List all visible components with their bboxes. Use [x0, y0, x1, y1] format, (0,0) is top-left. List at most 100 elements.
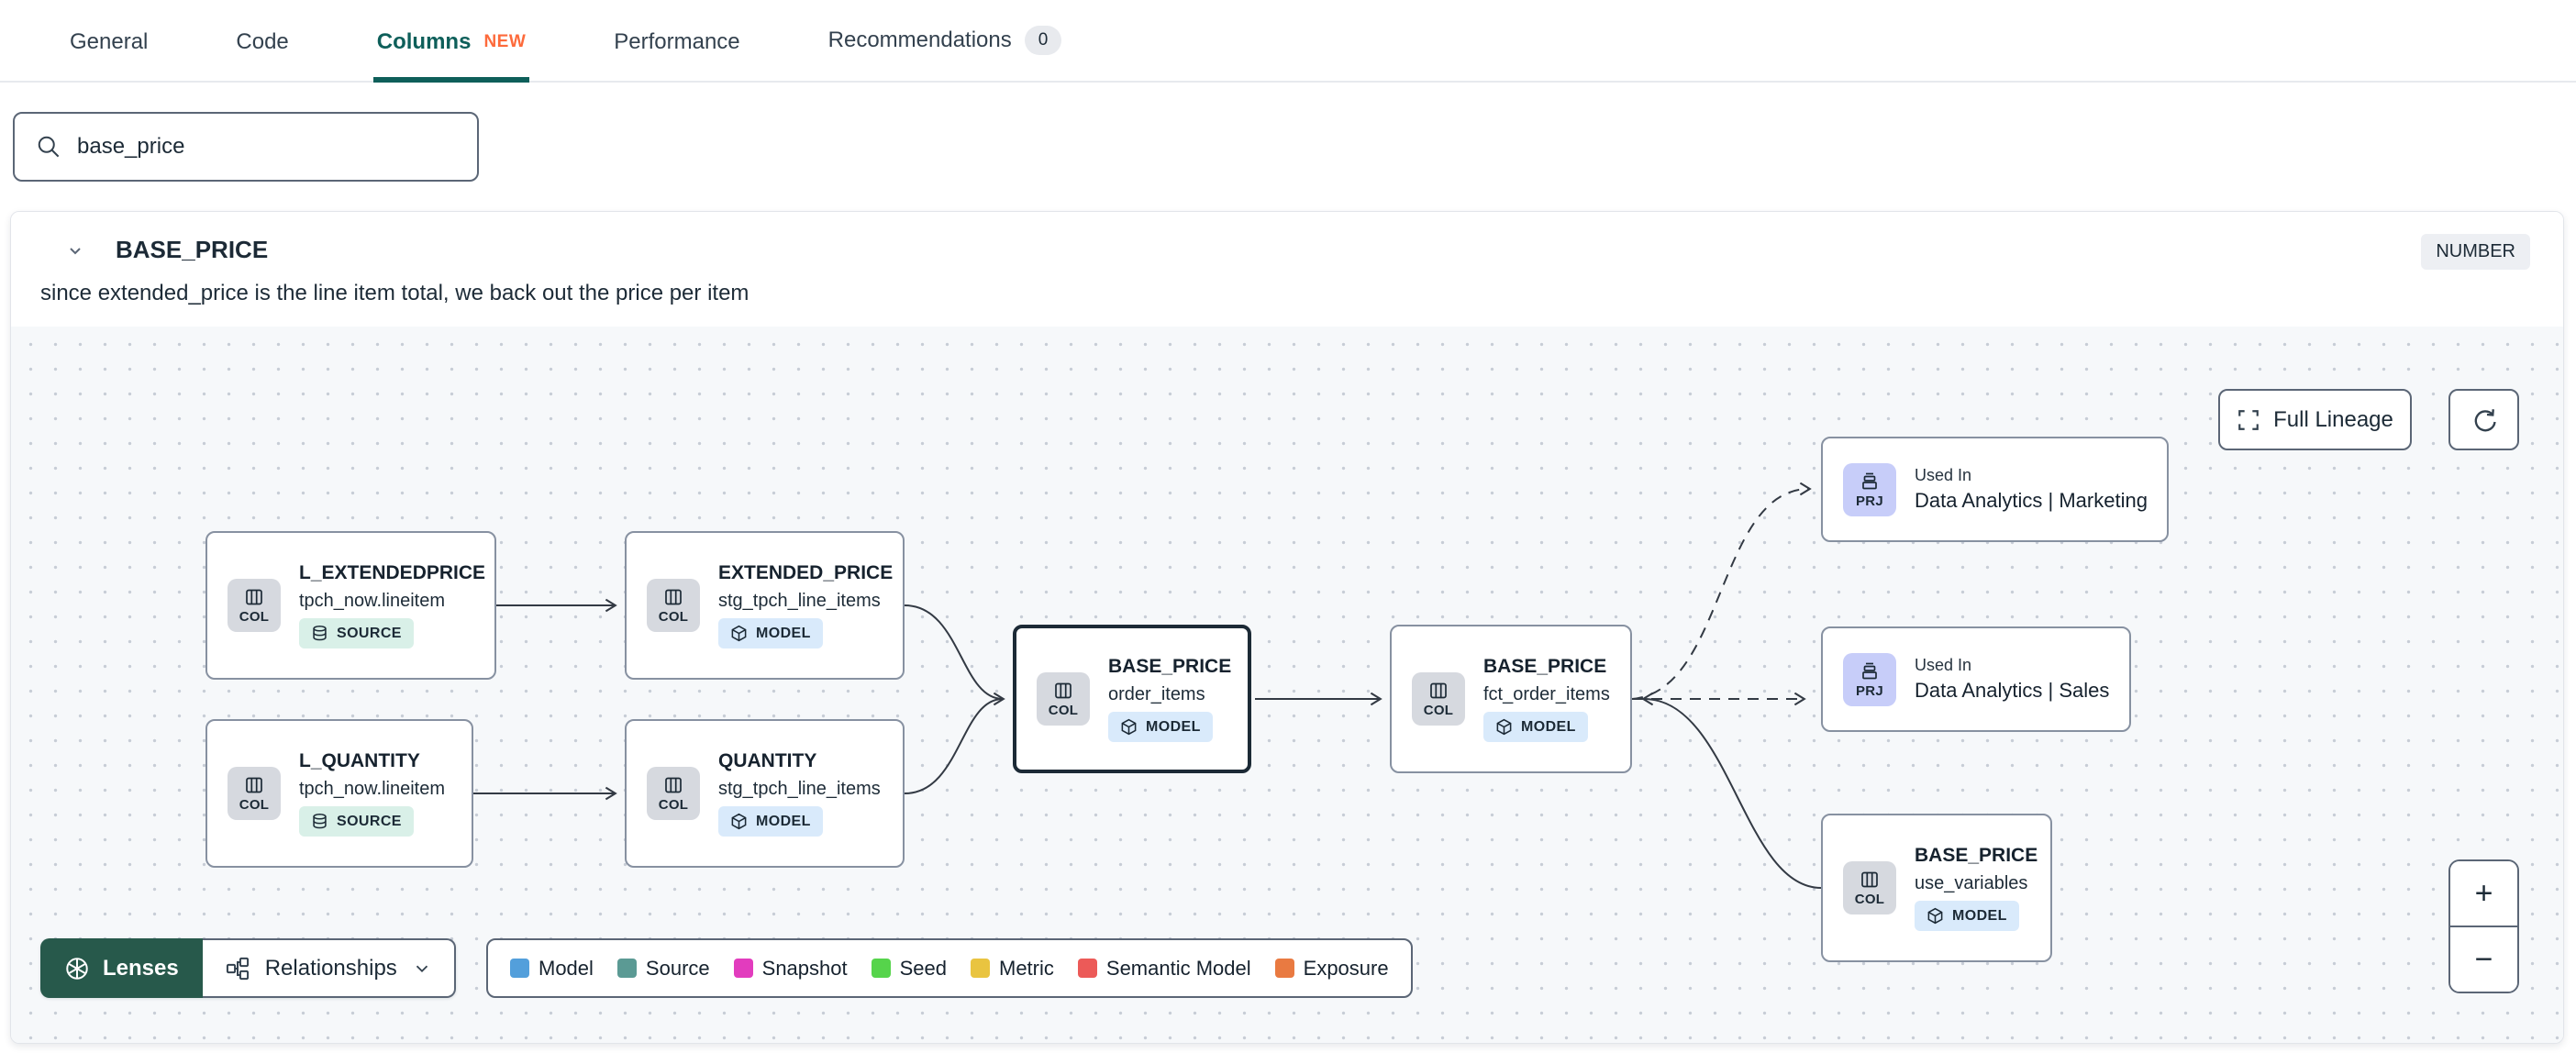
prj-chip-label: PRJ	[1855, 493, 1884, 509]
column-card: BASE_PRICE NUMBER since extended_price i…	[10, 211, 2564, 1044]
column-card-header: BASE_PRICE NUMBER since extended_price i…	[11, 212, 2563, 327]
node-subtitle: use_variables	[1915, 873, 2028, 893]
legend-label: Source	[645, 956, 710, 980]
column-description: since extended_price is the line item to…	[40, 281, 749, 305]
resource-badge-label: SOURCE	[337, 813, 402, 829]
tab-general[interactable]: General	[66, 4, 151, 83]
cube-icon	[731, 813, 747, 830]
full-lineage-button[interactable]: Full Lineage	[2218, 389, 2412, 450]
tab-recommendations[interactable]: Recommendations 0	[825, 0, 1066, 83]
node-title: BASE_PRICE	[1483, 656, 1607, 677]
legend-label: Metric	[999, 956, 1054, 980]
cube-icon	[731, 625, 747, 642]
legend-item-seed: Seed	[871, 956, 947, 981]
relationships-dropdown[interactable]: Relationships	[202, 938, 456, 998]
columns-icon	[246, 589, 262, 605]
lenses-label: Lenses	[103, 955, 179, 981]
search-icon	[38, 136, 60, 158]
columns-icon	[1430, 682, 1447, 699]
node-title: BASE_PRICE	[1108, 656, 1232, 677]
lineage-edges	[473, 482, 1822, 889]
node-title: L_QUANTITY	[299, 750, 420, 771]
lineage-node-l-quantity[interactable]: COL L_QUANTITY tpch_now.lineitem SOURCE	[205, 719, 473, 868]
lineage-node-l-extendedprice[interactable]: COL L_EXTENDEDPRICE tpch_now.lineitem SO…	[205, 531, 496, 680]
columns-icon	[246, 777, 262, 793]
legend-swatch	[510, 959, 529, 978]
column-chip: COL	[228, 579, 281, 632]
lineage-node-extended-price[interactable]: COL EXTENDED_PRICE stg_tpch_line_items M…	[625, 531, 905, 680]
col-chip-label: COL	[658, 797, 689, 813]
used-in-name: Data Analytics | Sales	[1915, 679, 2110, 702]
legend-swatch	[616, 959, 637, 978]
legend-label: Model	[539, 956, 594, 980]
legend-swatch	[871, 959, 891, 978]
node-subtitle: order_items	[1108, 684, 1205, 704]
legend-item-exposure: Exposure	[1274, 957, 1389, 981]
resource-badge-label: MODEL	[756, 625, 811, 641]
detail-tabbar: General Code Columns NEW Performance Rec…	[0, 0, 2576, 83]
node-subtitle: fct_order_items	[1483, 684, 1610, 704]
recommendations-count-badge: 0	[1024, 26, 1062, 55]
node-subtitle: stg_tpch_line_items	[718, 779, 881, 799]
tab-code[interactable]: Code	[232, 4, 292, 83]
column-chip: COL	[647, 579, 700, 632]
lenses-button[interactable]: Lenses	[40, 938, 203, 998]
resource-badge-model: MODEL	[718, 618, 823, 648]
project-chip: PRJ	[1843, 462, 1896, 516]
legend-item-metric: Metric	[971, 957, 1054, 981]
refresh-button[interactable]	[2448, 389, 2519, 450]
column-search-box[interactable]	[13, 112, 479, 182]
tab-columns[interactable]: Columns NEW	[372, 4, 530, 83]
resource-legend: Model Source Snapshot Seed Metric Semant…	[486, 938, 1413, 998]
column-name: BASE_PRICE	[116, 236, 269, 263]
legend-swatch	[733, 959, 753, 978]
lineage-node-base-price-use-variables[interactable]: COL BASE_PRICE use_variables MODEL	[1821, 814, 2052, 962]
node-subtitle: tpch_now.lineitem	[299, 591, 445, 611]
tab-label: Code	[236, 29, 289, 54]
lenses-toolbar: Lenses Relationships	[40, 938, 456, 998]
node-title: QUANTITY	[718, 750, 817, 771]
lineage-node-base-price-fct-order-items[interactable]: COL BASE_PRICE fct_order_items MODEL	[1390, 625, 1632, 773]
search-input[interactable]	[77, 134, 457, 160]
collapse-chevron-icon[interactable]	[64, 239, 86, 261]
used-in-name: Data Analytics | Marketing	[1915, 489, 2148, 512]
lineage-canvas[interactable]: COL L_EXTENDEDPRICE tpch_now.lineitem SO…	[11, 327, 2563, 1043]
resource-badge-label: MODEL	[1521, 718, 1576, 735]
resource-badge-model: MODEL	[1108, 712, 1213, 742]
resource-badge-model: MODEL	[718, 806, 823, 837]
resource-badge-model: MODEL	[1483, 712, 1588, 742]
search-row	[0, 83, 2576, 182]
used-in-label: Used In	[1915, 466, 1972, 484]
legend-label: Seed	[899, 956, 947, 980]
project-icon	[1862, 472, 1877, 489]
cube-icon	[1121, 718, 1137, 736]
lineage-node-used-in-sales[interactable]: PRJ Used In Data Analytics | Sales	[1821, 626, 2131, 732]
zoom-in-button[interactable]: +	[2450, 861, 2517, 927]
zoom-controls: + −	[2448, 859, 2519, 993]
columns-icon	[1055, 682, 1071, 699]
lineage-node-quantity[interactable]: COL QUANTITY stg_tpch_line_items MODEL	[625, 719, 905, 868]
cube-icon	[1927, 907, 1943, 925]
prj-chip-label: PRJ	[1855, 682, 1884, 699]
lens-aperture-icon	[66, 957, 88, 980]
resource-badge-label: MODEL	[1146, 718, 1201, 735]
column-type-badge: NUMBER	[2421, 234, 2530, 270]
column-chip: COL	[1843, 861, 1896, 914]
cube-icon	[1496, 718, 1512, 736]
tab-label: Performance	[614, 29, 740, 54]
zoom-out-button[interactable]: −	[2450, 927, 2517, 992]
legend-swatch	[1077, 959, 1097, 978]
tab-performance[interactable]: Performance	[610, 4, 743, 83]
column-chip: COL	[1412, 672, 1465, 726]
resource-badge-source: SOURCE	[299, 806, 414, 837]
column-chip: COL	[647, 767, 700, 820]
columns-icon	[665, 777, 682, 793]
lineage-node-base-price-order-items[interactable]: COL BASE_PRICE order_items MODEL	[1013, 625, 1251, 773]
columns-icon	[1861, 871, 1878, 888]
project-icon	[1862, 662, 1877, 679]
legend-item-source: Source	[616, 956, 710, 981]
legend-item-model: Model	[510, 957, 594, 981]
lineage-node-used-in-marketing[interactable]: PRJ Used In Data Analytics | Marketing	[1821, 437, 2169, 542]
node-title: EXTENDED_PRICE	[718, 562, 894, 583]
relationships-icon	[226, 957, 249, 980]
